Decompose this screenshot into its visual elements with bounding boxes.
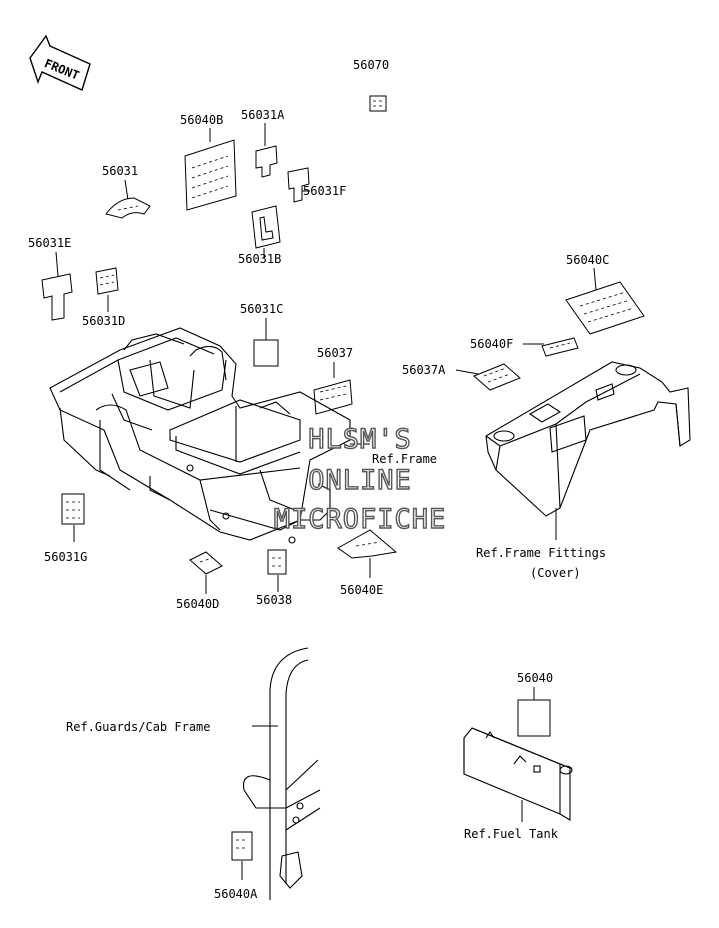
decal-56031F	[287, 167, 310, 203]
decal-56040C	[565, 281, 645, 335]
label-56031G: 56031G	[44, 550, 87, 564]
decal-56040	[517, 699, 551, 737]
decal-56040E	[337, 529, 398, 559]
label-56037A: 56037A	[402, 363, 446, 377]
label-56031A: 56031A	[241, 108, 285, 122]
front-arrow-icon: FRONT	[29, 34, 91, 91]
frame-drawing	[49, 327, 351, 544]
label-56038: 56038	[256, 593, 292, 607]
decal-56038	[267, 549, 287, 575]
label-56031: 56031	[102, 164, 138, 178]
label-56040B: 56040B	[180, 113, 223, 127]
label-56031D: 56031D	[82, 314, 125, 328]
decal-56037A	[473, 363, 521, 391]
decal-56031D	[95, 267, 119, 295]
label-56031C: 56031C	[240, 302, 283, 316]
label-56040A: 56040A	[214, 887, 258, 901]
cab-frame-drawing	[242, 647, 321, 900]
decal-56040A	[231, 831, 253, 861]
ref-fuel-tank-label: Ref.Fuel Tank	[464, 827, 559, 841]
ref-frame-fittings-cover-label: (Cover)	[530, 566, 581, 580]
decal-56037	[313, 379, 353, 415]
ref-frame-label: Ref.Frame	[372, 452, 437, 466]
label-56040F: 56040F	[470, 337, 513, 351]
watermark-line-2: ONLINE	[308, 465, 412, 496]
decal-56031E	[41, 273, 73, 321]
watermark: HLSM'S ONLINE MICROFICHE	[273, 423, 447, 535]
label-56031F: 56031F	[303, 184, 346, 198]
label-56031B: 56031B	[238, 252, 281, 266]
decal-56031	[105, 197, 151, 219]
decal-56040B	[184, 139, 237, 211]
ref-frame-fittings-label: Ref.Frame Fittings	[476, 546, 606, 560]
decal-56031B	[251, 205, 281, 249]
watermark-line-1: HLSM'S	[308, 424, 412, 455]
decal-56031C	[253, 339, 279, 367]
label-56070: 56070	[353, 58, 389, 72]
watermark-line-3: MICROFICHE	[274, 504, 447, 535]
decal-56031A	[255, 145, 278, 178]
label-56040E: 56040E	[340, 583, 383, 597]
label-56037: 56037	[317, 346, 353, 360]
decal-56040F	[541, 337, 579, 357]
label-56040D: 56040D	[176, 597, 219, 611]
label-56031E: 56031E	[28, 236, 71, 250]
fuel-tank-drawing	[463, 727, 573, 821]
decal-56031G	[61, 493, 85, 525]
decal-56040D	[189, 551, 223, 575]
label-56040: 56040	[517, 671, 553, 685]
label-56040C: 56040C	[566, 253, 609, 267]
decal-56070	[369, 95, 387, 112]
ref-guards-label: Ref.Guards/Cab Frame	[66, 720, 211, 734]
cover-drawing	[485, 361, 691, 517]
